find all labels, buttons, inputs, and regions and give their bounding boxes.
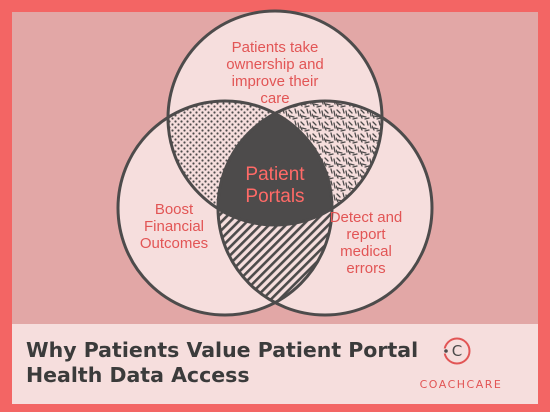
page-title-line: Health Data Access — [26, 363, 250, 387]
logo-letter: C — [452, 342, 462, 360]
top-circle-label-line: ownership and — [226, 56, 324, 73]
center-label-line: Patient — [245, 164, 305, 185]
right-circle-label-line: Detect and — [330, 209, 403, 226]
left-circle-label-line: Outcomes — [140, 235, 208, 252]
venn-diagram: Patients take ownership and improve thei… — [116, 9, 434, 317]
page-title-line: Why Patients Value Patient Portal — [26, 338, 419, 362]
page-title: Why Patients Value Patient Portal Health… — [26, 338, 426, 388]
left-circle-label-line: Financial — [144, 218, 204, 235]
coachcare-logo-icon: C — [442, 337, 471, 365]
right-circle-label-line: medical — [340, 243, 392, 260]
left-circle-label-line: Boost — [155, 201, 194, 218]
circle-left-outline — [116, 99, 334, 317]
overlap-center — [218, 101, 332, 225]
top-circle-label-line: care — [260, 90, 289, 107]
right-circle-label-line: report — [346, 226, 386, 243]
right-circle-label-line: errors — [346, 260, 385, 277]
brand-name: COACHCARE — [419, 378, 503, 391]
top-circle-label-line: Patients take — [232, 39, 319, 56]
top-circle-label-line: improve their — [232, 73, 319, 90]
center-label-line: Portals — [245, 186, 304, 207]
circle-right-outline — [216, 99, 434, 317]
footer-banner: Why Patients Value Patient Portal Health… — [12, 324, 538, 404]
